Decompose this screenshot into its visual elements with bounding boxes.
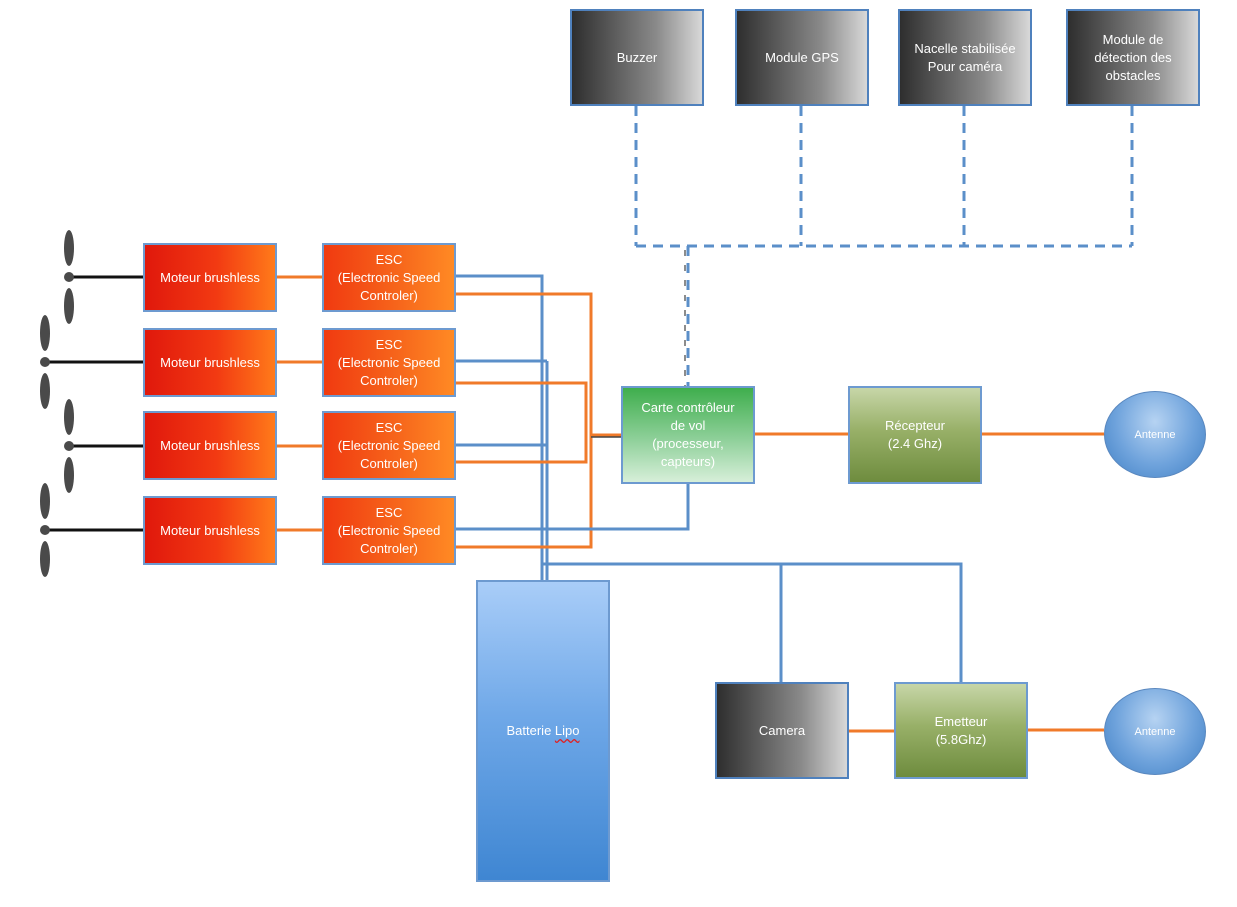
receiver-box: Récepteur (2.4 Ghz)	[848, 386, 982, 484]
camera-gimbal-module: Nacelle stabilisée Pour caméra	[898, 9, 1032, 106]
flight-controller-box: Carte contrôleur de vol (processeur, cap…	[621, 386, 755, 484]
peripheral-bus	[634, 106, 1134, 386]
obstacle-detection-module: Module de détection des obstacles	[1066, 9, 1200, 106]
rf-links	[755, 432, 1104, 733]
motor-box: Moteur brushless	[143, 243, 277, 312]
battery-label-prefix: Batterie	[506, 723, 555, 738]
camera-box: Camera	[715, 682, 849, 779]
propeller-icon	[64, 399, 74, 493]
propeller-icon	[40, 483, 50, 577]
transmitter-box: Emetteur (5.8Ghz)	[894, 682, 1028, 779]
prop-shafts	[45, 275, 143, 532]
esc-signal-lines	[456, 292, 621, 549]
motor-box: Moteur brushless	[143, 496, 277, 565]
fc-power-line	[542, 484, 690, 531]
propeller-icon	[64, 230, 74, 324]
esc-box: ESC (Electronic Speed Controler)	[322, 411, 456, 480]
receiver-antenna: Antenne	[1104, 391, 1206, 478]
propeller-icon	[40, 315, 50, 409]
esc-power-lines	[456, 274, 549, 580]
buzzer-module: Buzzer	[570, 9, 704, 106]
video-power-lines	[540, 562, 963, 682]
esc-box: ESC (Electronic Speed Controler)	[322, 328, 456, 397]
battery-label-flagged: Lipo	[554, 723, 580, 738]
transmitter-antenna: Antenne	[1104, 688, 1206, 775]
battery-box: Batterie Lipo	[476, 580, 610, 882]
esc-box: ESC (Electronic Speed Controler)	[322, 243, 456, 312]
motor-esc-links	[277, 275, 322, 532]
motor-box: Moteur brushless	[143, 411, 277, 480]
motor-box: Moteur brushless	[143, 328, 277, 397]
esc-box: ESC (Electronic Speed Controler)	[322, 496, 456, 565]
gps-module: Module GPS	[735, 9, 869, 106]
